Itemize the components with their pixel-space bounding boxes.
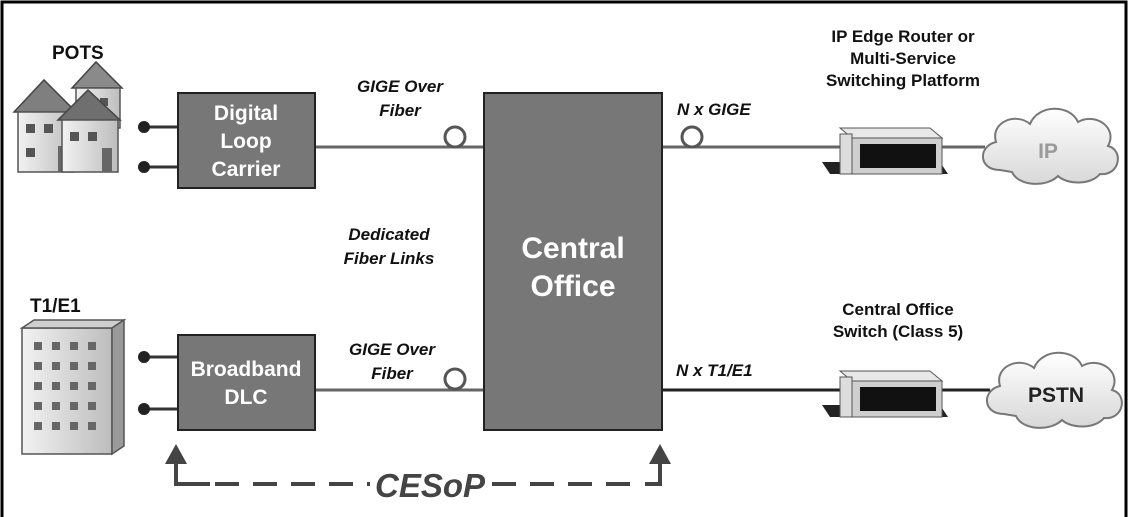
n-t1e1-label: N x T1/E1 — [676, 361, 753, 380]
bdlc-line-2: DLC — [224, 386, 267, 409]
co-line-1: Central — [521, 232, 624, 265]
dedicated-label-2: Fiber Links — [344, 249, 435, 268]
dlc-line-1: Digital — [214, 102, 278, 125]
pots-label: POTS — [52, 43, 104, 64]
central-office-box: Central Office — [483, 92, 663, 431]
router-label-1: IP Edge Router or — [831, 27, 975, 46]
gige-top-label-2: Fiber — [379, 101, 422, 120]
ip-cloud-icon: IP — [982, 107, 1119, 185]
dlc-line-2: Loop — [220, 130, 271, 153]
port-dot — [138, 121, 150, 133]
gige-top-label-1: GIGE Over — [357, 77, 444, 96]
gige-bottom-label-2: Fiber — [371, 364, 414, 383]
t1e1-label: T1/E1 — [30, 296, 81, 317]
router-label-3: Switching Platform — [826, 71, 980, 90]
gige-bottom-label-1: GIGE Over — [349, 340, 436, 359]
pstn-cloud-icon: PSTN — [986, 351, 1123, 429]
fiber-ring-icon — [680, 125, 704, 149]
port-dot — [138, 351, 150, 363]
broadband-dlc-box: Broadband DLC — [177, 334, 316, 431]
router-device-icon — [822, 127, 948, 175]
port-dot — [138, 403, 150, 415]
pstn-cloud-label: PSTN — [1028, 384, 1084, 407]
connection-lines — [138, 121, 990, 415]
bdlc-line-1: Broadband — [191, 358, 302, 381]
dlc-line-3: Carrier — [212, 158, 281, 181]
switch-label-1: Central Office — [842, 300, 953, 319]
cesop-label: CESoP — [375, 467, 486, 504]
cesop-connector: CESoP — [165, 444, 671, 504]
dedicated-label-1: Dedicated — [348, 225, 430, 244]
switch-device-icon — [822, 370, 948, 418]
ip-cloud-label: IP — [1038, 140, 1058, 163]
fiber-ring-icon — [443, 125, 467, 149]
n-gige-label: N x GIGE — [677, 100, 751, 119]
router-label-2: Multi-Service — [850, 49, 956, 68]
port-dot — [138, 161, 150, 173]
houses-icon — [12, 60, 124, 173]
fiber-ring-icon — [443, 367, 467, 391]
arrow-up-icon — [165, 444, 187, 464]
switch-label-2: Switch (Class 5) — [833, 322, 963, 341]
co-line-2: Office — [530, 270, 615, 303]
digital-loop-carrier-box: Digital Loop Carrier — [177, 92, 316, 189]
arrow-up-icon — [649, 444, 671, 464]
office-building-icon — [19, 318, 127, 456]
